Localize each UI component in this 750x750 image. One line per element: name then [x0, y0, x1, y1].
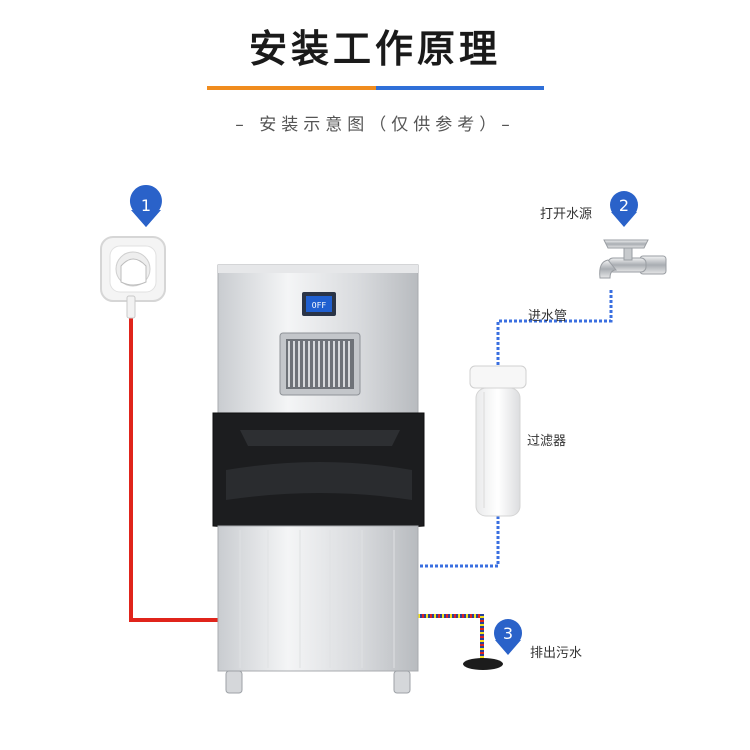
control-display: OFF — [302, 292, 336, 316]
filter-label: 过滤器 — [527, 434, 567, 449]
open-water-source-label: 打开水源 — [540, 207, 593, 222]
title-underline-orange — [207, 86, 376, 90]
step-2-pin: 2 — [610, 191, 638, 227]
drain-water-label: 排出污水 — [530, 646, 583, 661]
wall-socket — [100, 236, 166, 319]
page-subtitle: – 安装示意图（仅供参考）– — [235, 115, 515, 135]
ventilation-grille — [279, 332, 361, 396]
inlet-pipe-label: 进水管 — [528, 309, 568, 324]
drain-pipe — [418, 614, 503, 670]
step-3-pin: 3 — [494, 619, 522, 655]
inlet-water-pipe — [418, 290, 613, 568]
step-3-number: 3 — [503, 624, 513, 643]
water-faucet — [599, 239, 667, 279]
title-underline-blue — [376, 86, 544, 90]
step-2-number: 2 — [619, 196, 629, 215]
step-1-pin: 1 — [129, 185, 162, 227]
step-1-number: 1 — [141, 196, 151, 215]
water-filter — [469, 365, 527, 517]
page-title: 安装工作原理 — [248, 27, 501, 71]
ice-machine: OFF — [212, 264, 425, 694]
floor-drain — [463, 658, 503, 670]
power-cable — [129, 318, 218, 622]
svg-text:OFF: OFF — [312, 301, 327, 310]
